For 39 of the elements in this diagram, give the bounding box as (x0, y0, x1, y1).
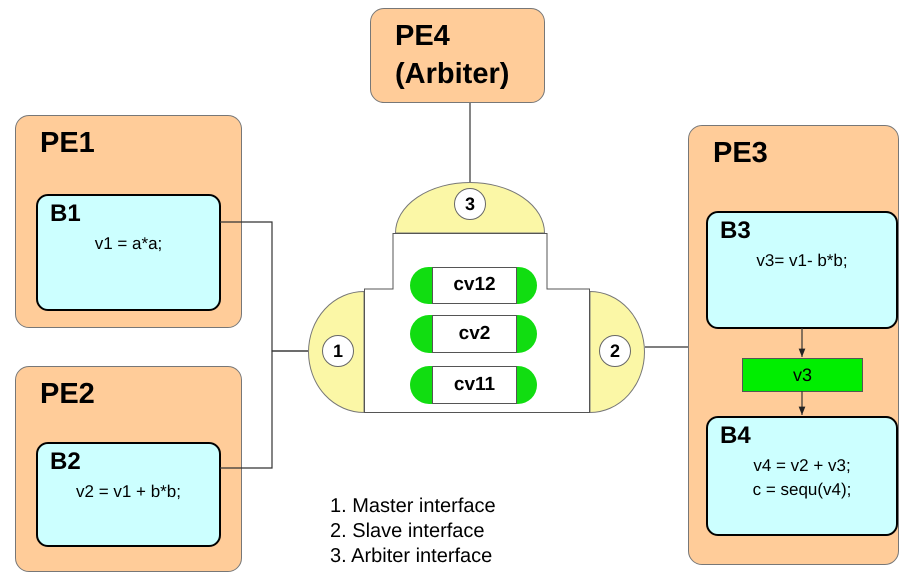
code-statement: v2 = v1 + b*b; (75, 481, 182, 503)
code-block (706, 211, 898, 329)
variable-label: cv2 (432, 315, 517, 353)
code-statement: c = sequ(v4); (752, 479, 852, 501)
variable-chip (410, 315, 537, 353)
code-statement: v4 = v2 + v3; (752, 455, 852, 477)
block-title: B2 (49, 447, 82, 476)
legend-note: 3. Arbiter interface (330, 544, 494, 569)
connector-line (469, 103, 471, 182)
code-block (706, 416, 898, 536)
processor-box (15, 115, 242, 328)
variable-label: v3 (792, 364, 813, 386)
processor-title: PE2 (39, 377, 96, 412)
processor-title: PE1 (39, 126, 96, 161)
code-statement: v1 = a*a; (94, 233, 164, 255)
connector-line (645, 346, 688, 348)
block-title: B1 (49, 199, 82, 228)
code-block (36, 194, 221, 311)
processor-title: PE4 (Arbiter) (394, 19, 510, 92)
block-title: B4 (719, 421, 752, 450)
arrow (798, 328, 806, 357)
legend-note: 2. Slave interface (330, 519, 486, 544)
legend-note: 1. Master interface (330, 494, 496, 519)
code-statement: v3= v1- b*b; (755, 250, 849, 272)
variable-label: cv11 (432, 366, 517, 404)
processor-box (15, 366, 242, 572)
variable-label: cv12 (432, 267, 517, 304)
interface-dome (395, 182, 545, 233)
processor-title: PE3 (712, 136, 769, 171)
connector-line (220, 350, 308, 469)
variable-chip (410, 267, 537, 304)
block-title: B3 (719, 216, 752, 245)
variable-box (742, 358, 863, 392)
channel-body (364, 233, 590, 413)
code-block (36, 442, 221, 547)
arrow (798, 391, 806, 415)
processor-box (370, 8, 545, 103)
variable-chip (410, 366, 537, 404)
processor-box (688, 125, 899, 565)
